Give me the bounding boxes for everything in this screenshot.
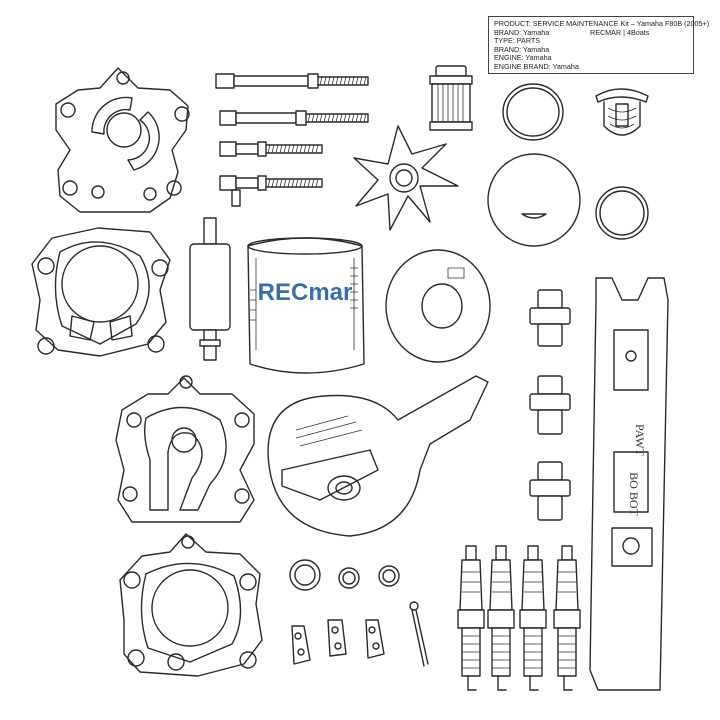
- impeller: [353, 125, 459, 231]
- engine-brand-line: ENGINE BRAND: Yamaha: [494, 61, 579, 71]
- oil-filter: RECmar: [247, 237, 365, 374]
- inline-fuel-filter: [189, 217, 231, 361]
- gasket-middle-left: [31, 227, 171, 357]
- supplier-line: RECMAR | 4Boats: [590, 27, 650, 37]
- bolt-medium-2: [219, 175, 323, 207]
- cotter-pin: [409, 601, 429, 667]
- thermostat: [595, 88, 649, 136]
- brand-line-2: BRAND: Yamaha: [494, 44, 550, 54]
- fitting-3: [529, 461, 571, 521]
- spark-plug-1: [457, 545, 485, 691]
- trim-tab-anode: [267, 375, 489, 537]
- filter-base-disc: [385, 249, 491, 363]
- clip-1: [291, 625, 311, 665]
- spark-plug-3: [519, 545, 547, 691]
- engine-line: ENGINE: Yamaha: [494, 53, 552, 63]
- o-ring-small-right: [595, 186, 649, 240]
- anode-bar: PAWT BO BOT: [589, 277, 669, 691]
- fitting-2: [529, 375, 571, 435]
- bolt-long-2: [219, 110, 369, 126]
- clip-3: [365, 619, 385, 659]
- oil-filter-logo: RECmar: [258, 279, 353, 306]
- gasket-bottom-left: [119, 533, 263, 677]
- o-ring-with-key: [487, 153, 581, 247]
- water-pump-plate-top: [55, 67, 190, 213]
- washer-2: [338, 567, 360, 589]
- washer-1: [289, 559, 321, 591]
- o-ring-large-top: [502, 83, 564, 141]
- anode-mark-bottom: BO BOT: [627, 472, 641, 516]
- washer-3: [378, 565, 400, 587]
- clip-2: [327, 619, 347, 657]
- fitting-1: [529, 289, 571, 347]
- brand-line: BRAND: Yamaha: [494, 27, 550, 37]
- bolt-long-1: [215, 73, 369, 89]
- spark-plug-2: [487, 545, 515, 691]
- product-line: PRODUCT: SERVICE MAINTENANCE Kit – Yamah…: [494, 19, 710, 28]
- spark-plug-4: [553, 545, 581, 691]
- bolt-medium-1: [219, 141, 323, 157]
- product-info-box: PRODUCT: SERVICE MAINTENANCE Kit – Yamah…: [488, 16, 710, 74]
- type-line: TYPE: PARTS: [494, 36, 541, 46]
- fuel-filter-element: [429, 65, 473, 131]
- anode-mark-top: PAWT: [633, 424, 647, 457]
- water-pump-plate-middle: [115, 375, 255, 523]
